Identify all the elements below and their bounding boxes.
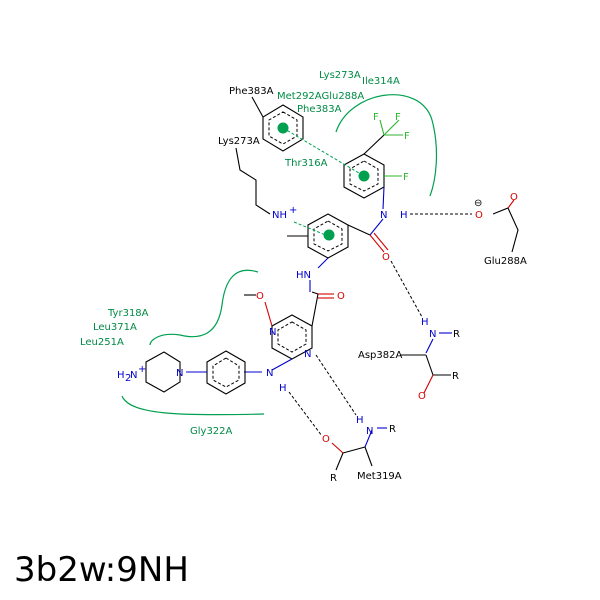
fluorophenyl-ring [343, 119, 403, 210]
residue-ile314: Ile314A [362, 76, 400, 87]
phenyl-piperazine [145, 350, 262, 395]
atom-glu288-charge: ⊖ [474, 198, 482, 209]
label-asp382: Asp382A [358, 350, 402, 361]
atom-asp382-r1: R [453, 329, 460, 340]
residue-lys273-top: Lys273A [319, 70, 361, 81]
pi-stack-line [282, 127, 365, 177]
atom-ammonium: NH [272, 210, 287, 221]
atom-ammonium-charge: + [289, 205, 297, 216]
residue-gly322: Gly322A [190, 426, 233, 437]
residue-met292-glu288: Met292AGlu288A [277, 91, 364, 102]
ring-centroid-benzamide [323, 229, 335, 241]
label-phe383: Phe383A [229, 86, 274, 97]
atom-piperazine-sub2: 2 [125, 373, 131, 384]
atom-asp382-n: N [429, 329, 436, 340]
atom-piperazine-charge: + [138, 364, 146, 375]
atom-met319-o: O [322, 434, 330, 445]
atom-pyrimidine-n2: N [304, 349, 311, 360]
residue-leu251: Leu251A [80, 337, 124, 348]
atom-anilino-n: N [266, 368, 273, 379]
atom-met319-n: N [366, 426, 373, 437]
atom-asp382-r2: R [452, 371, 459, 382]
residue-thr316: Thr316A [284, 158, 328, 169]
atom-f3: F [404, 131, 410, 142]
atom-met319-h: H [356, 415, 364, 426]
hbond-h-met319 [288, 391, 323, 437]
atom-carbonyl-o: O [337, 291, 345, 302]
residue-leu371: Leu371A [93, 322, 137, 333]
residue-tyr318: Tyr318A [107, 308, 149, 319]
atom-met319-r2: R [330, 473, 337, 484]
benzamide-ring [287, 213, 389, 269]
diagram-title: 3b2w:9NH [14, 550, 189, 590]
hbond-o-asp382 [390, 260, 423, 318]
atom-piperazine-n-plus: N [130, 370, 137, 381]
label-met319: Met319A [357, 471, 402, 482]
cation-pi-line [293, 221, 329, 237]
label-glu288: Glu288A [484, 256, 527, 267]
atom-amide-n: N [380, 210, 387, 221]
asp382-backbone [400, 332, 452, 394]
label-lys273: Lys273A [218, 136, 260, 147]
atom-f4: F [403, 172, 409, 183]
atom-f1: F [373, 112, 379, 123]
met319-backbone [331, 427, 387, 471]
atom-methoxy-o: O [256, 291, 264, 302]
atom-asp382-h: H [421, 317, 429, 328]
atom-anilino-h: H [279, 383, 287, 394]
atom-piperazine-h2n: H [117, 370, 125, 381]
atom-hn: HN [296, 270, 311, 281]
atom-pyrimidine-n1: N [269, 327, 276, 338]
phe383-ring [251, 96, 304, 152]
atom-asp382-o: O [418, 391, 426, 402]
atom-amide-h: H [400, 210, 408, 221]
atom-piperazine-n: N [176, 368, 183, 379]
atom-f2: F [395, 112, 401, 123]
hbond-n-met319 [315, 354, 357, 416]
hydrophobic-arc-top [335, 94, 438, 197]
pyrimidine-ring [244, 280, 334, 371]
hydrophobic-arc-left [149, 269, 259, 346]
hydrophobic-arc-bottom [121, 395, 265, 416]
atom-amide-o: O [382, 252, 390, 263]
glu288-carboxylate [492, 199, 519, 253]
atom-met319-r1: R [389, 424, 396, 435]
atom-glu288-o1: O [475, 210, 483, 221]
atom-glu288-o2: O [510, 192, 518, 203]
ring-centroid-phe383 [277, 122, 289, 134]
lys273-chain [235, 147, 271, 215]
ring-centroid-fluorophenyl [358, 170, 370, 182]
residue-phe383-green: Phe383A [297, 104, 342, 115]
